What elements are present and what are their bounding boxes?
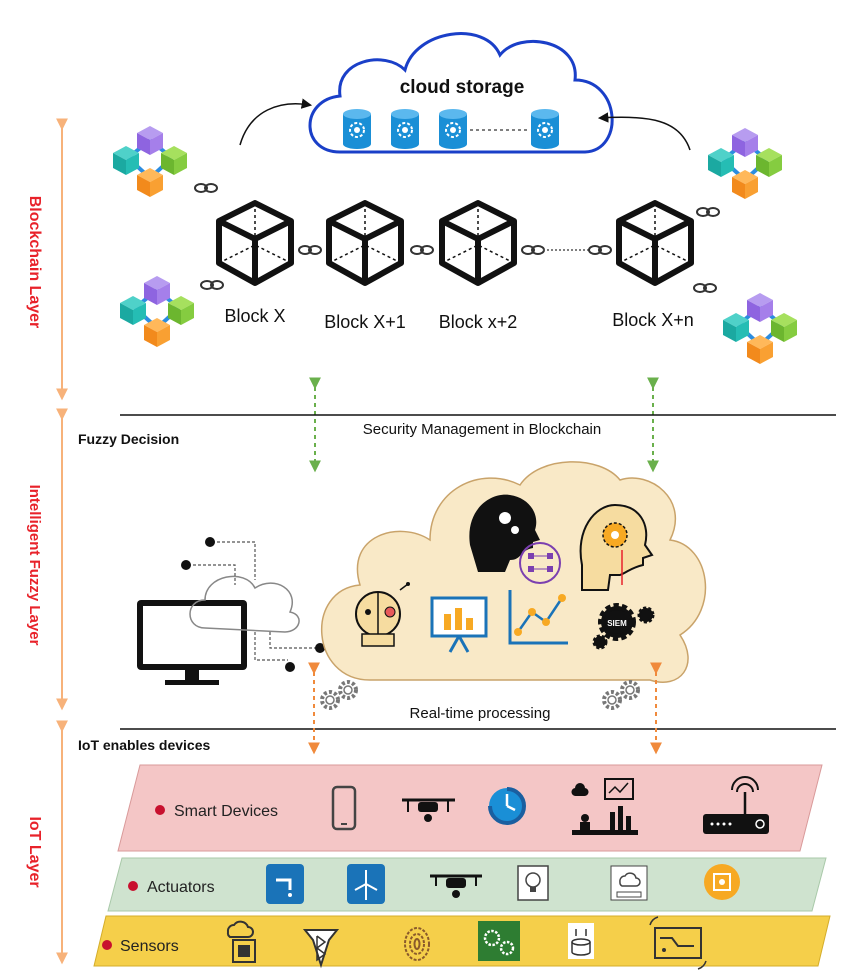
iot-layer-label: IoT Layer: [26, 816, 43, 887]
block-x1-icon: [329, 203, 401, 283]
realtime-processing-label: Real-time processing: [410, 705, 551, 722]
smart-farm-monitor-icon: [571, 778, 638, 835]
block-label: Block x+2: [439, 312, 518, 332]
robot-human-face-icon: [355, 582, 410, 647]
block-label: Block X+1: [324, 312, 406, 332]
chain-link-icon: [693, 283, 717, 293]
chain-link-icon: [410, 245, 434, 255]
smart-devices-label: Smart Devices: [174, 803, 278, 820]
upload-arrow-right: [597, 112, 691, 151]
gear-icon: [338, 680, 358, 700]
chain-link-icon: [588, 245, 612, 255]
block-x-icon: [219, 203, 291, 283]
cloud-storage-title: cloud storage: [400, 77, 525, 98]
cloud-sensor-icon: [226, 920, 256, 963]
svg-text:Intelligent Fuzzy Layer: Intelligent Fuzzy Layer: [26, 485, 43, 646]
database-icon: [342, 108, 372, 150]
security-management-label: Security Management in Blockchain: [363, 421, 601, 438]
clock-sync-icon: [488, 787, 526, 825]
circuit-board-icon: [649, 916, 707, 970]
sensors-band: [93, 915, 831, 967]
database-icon: [530, 108, 560, 150]
line-chart-icon: [508, 590, 568, 645]
chain-link-icon: [200, 280, 224, 290]
fingerprint-icon: [404, 927, 430, 961]
network-connectors: [188, 541, 318, 661]
database-icon: [390, 108, 420, 150]
node-cluster: [723, 293, 797, 364]
chip-windmill-icon: [347, 864, 385, 904]
sensors-label: Sensors: [120, 938, 179, 955]
drone-icon: [402, 798, 455, 822]
svg-text:Blockchain Layer: Blockchain Layer: [26, 196, 43, 329]
svg-text:IoT Layer: IoT Layer: [26, 816, 43, 887]
chip-bulb-icon: [517, 865, 549, 901]
fuzzy-layer-label: Intelligent Fuzzy Layer: [26, 485, 43, 646]
chain-link-icon: [696, 207, 720, 217]
workflow-icon: [519, 542, 561, 584]
drone-icon: [430, 874, 482, 898]
small-cloud-icon: [189, 575, 300, 633]
node-cluster: [120, 276, 194, 347]
smartphone-icon: [331, 785, 357, 831]
chain-link-icon: [194, 183, 218, 193]
chip-faucet-icon: [266, 864, 304, 904]
chip-gear-icon: [704, 864, 740, 900]
blockchain-layer-label: Blockchain Layer: [26, 196, 43, 329]
fuzzy-decision-heading: Fuzzy Decision: [78, 431, 179, 447]
node-cluster: [708, 128, 782, 199]
chain-link-icon: [298, 245, 322, 255]
node-cluster: [113, 126, 187, 197]
bullet-icon: [128, 881, 138, 891]
gear-icon: [620, 680, 640, 700]
database-icon: [438, 108, 468, 150]
database-sensor-icon: [568, 923, 594, 959]
svg-text:SIEM: SIEM: [607, 619, 627, 628]
block-x2-icon: [442, 203, 514, 283]
block-label: Block X+n: [612, 310, 694, 330]
bluetooth-tag-icon: [302, 929, 340, 969]
block-label: Block X: [224, 306, 285, 326]
bullet-icon: [102, 940, 112, 950]
ai-processing-cloud: [320, 461, 707, 683]
smart-devices-band: [117, 764, 823, 852]
wifi-router-icon: [703, 776, 769, 834]
chain-link-icon: [521, 245, 545, 255]
gear-icon: [602, 690, 622, 710]
green-gears-sensor-icon: [478, 921, 520, 961]
cloud-storage: cloud storage: [308, 32, 614, 154]
upload-arrow-left: [239, 98, 313, 146]
bullet-icon: [155, 805, 165, 815]
presentation-chart-icon: [430, 596, 488, 653]
head-gear-icon: [579, 503, 654, 591]
gear-icon: [320, 690, 340, 710]
cloud-device-icon: [610, 865, 648, 901]
actuators-label: Actuators: [147, 879, 215, 896]
monitor-icon: [137, 600, 247, 685]
siem-gears-icon: SIEM: [592, 603, 655, 650]
iot-devices-heading: IoT enables devices: [78, 737, 210, 753]
block-xn-icon: [619, 203, 691, 283]
